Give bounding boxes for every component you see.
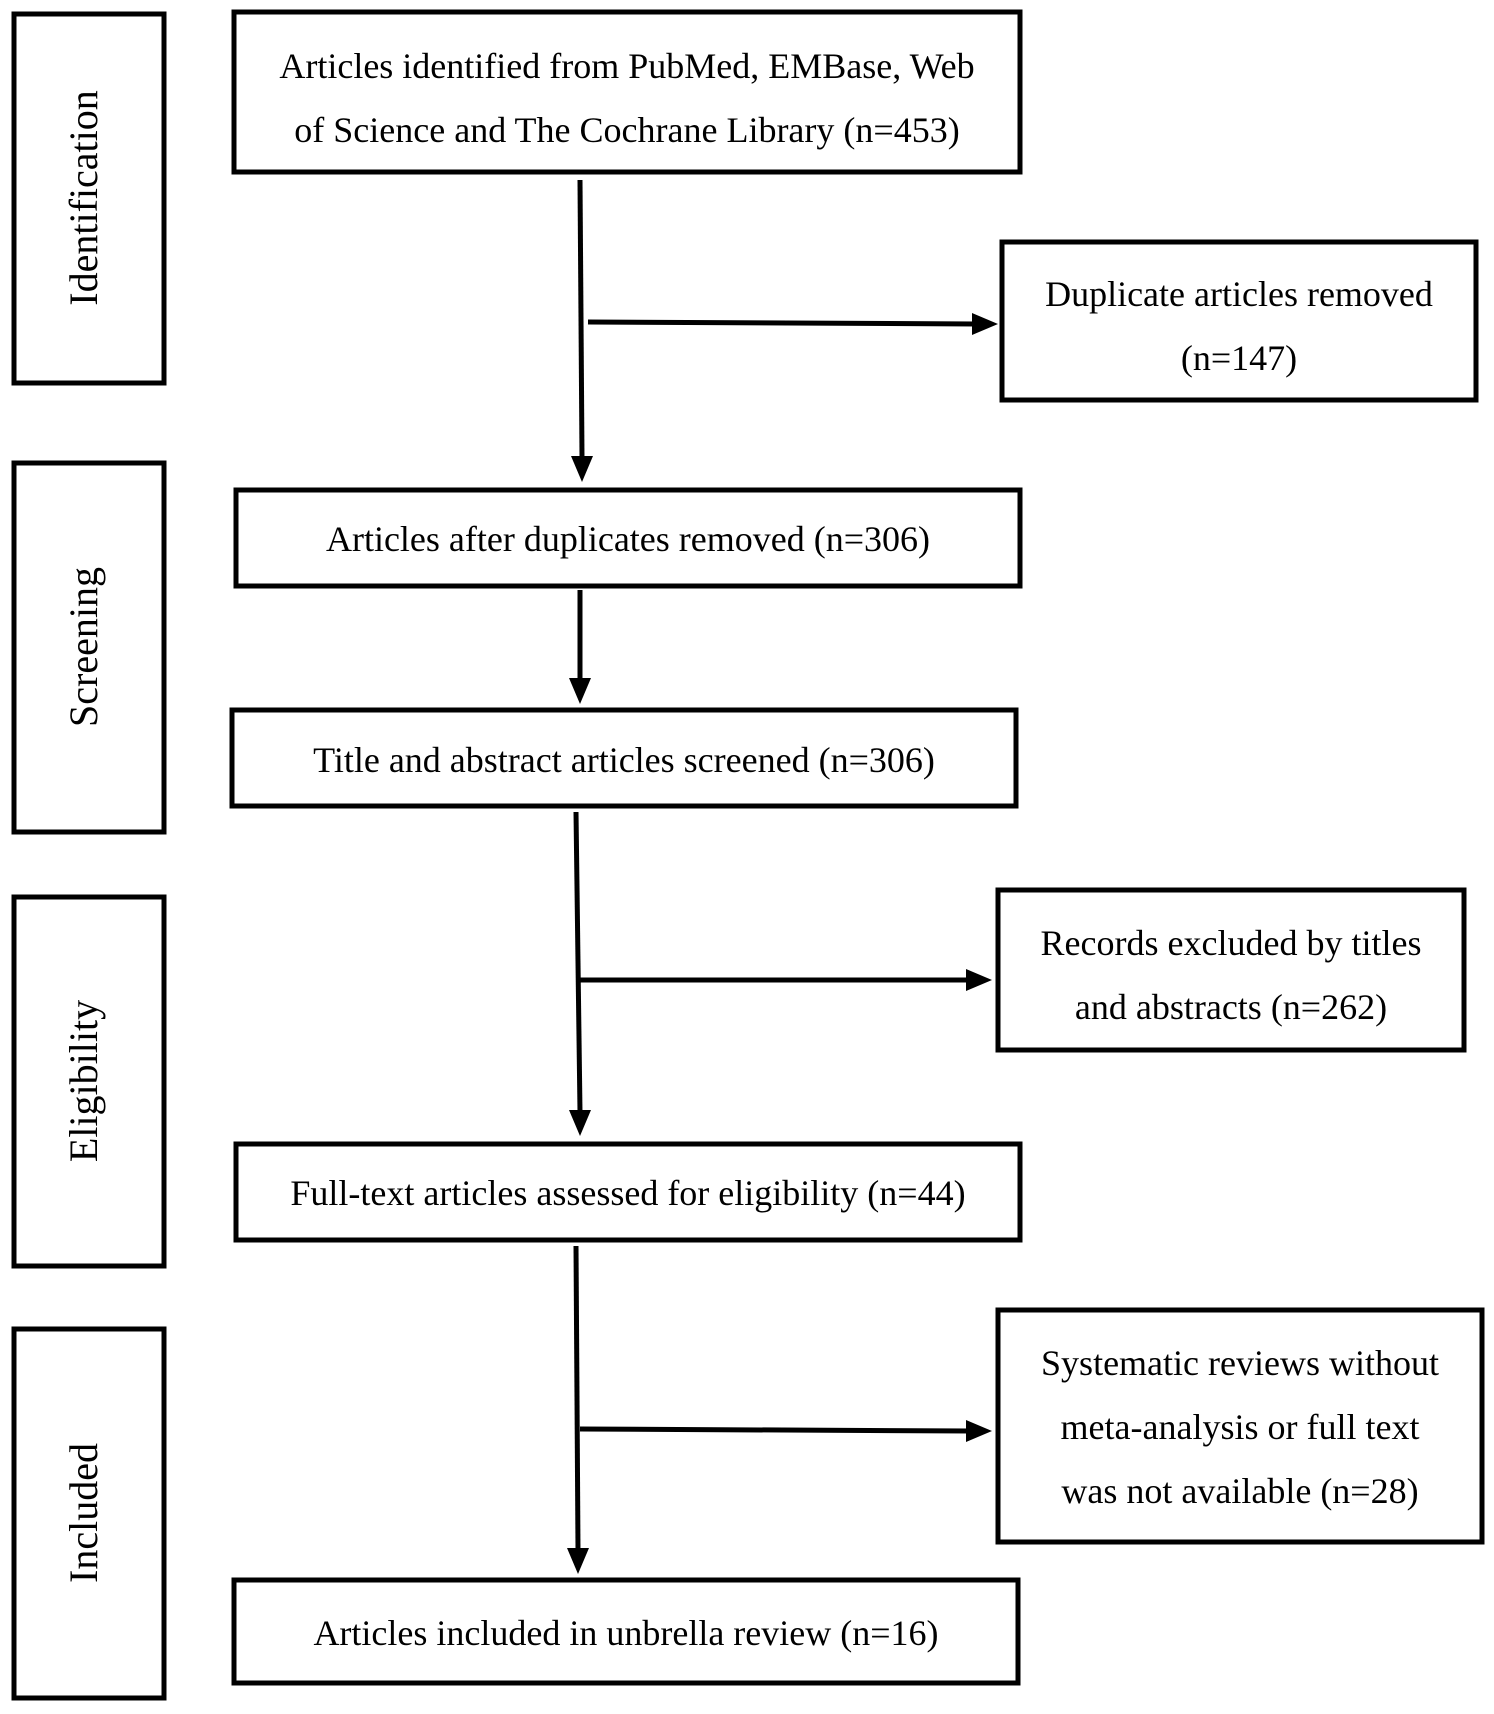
- box-full-text-line1: Full-text articles assessed for eligibil…: [290, 1173, 965, 1213]
- stage-screening-label: Screening: [61, 567, 106, 727]
- box-after-duplicates-line1: Articles after duplicates removed (n=306…: [326, 519, 930, 559]
- box-excluded-full-text-line3: was not available (n=28): [1061, 1471, 1418, 1511]
- box-excluded-titles: Records excluded by titles and abstracts…: [995, 887, 1467, 1053]
- box-full-text: Full-text articles assessed for eligibil…: [233, 1141, 1023, 1243]
- stage-included: Included: [11, 1326, 167, 1701]
- arrow-to-excluded-full-text: [579, 1420, 992, 1442]
- box-included: Articles included in unbrella review (n=…: [231, 1577, 1021, 1686]
- box-identified: Articles identified from PubMed, EMBase,…: [231, 9, 1023, 175]
- box-identified-line1: Articles identified from PubMed, EMBase,…: [279, 46, 974, 86]
- box-excluded-full-text-line2: meta-analysis or full text: [1061, 1407, 1420, 1447]
- box-after-duplicates: Articles after duplicates removed (n=306…: [233, 487, 1023, 589]
- arrow-after-duplicates-to-screened: [569, 590, 591, 704]
- box-duplicates-removed-line1: Duplicate articles removed: [1045, 274, 1433, 314]
- box-duplicates-removed: Duplicate articles removed (n=147): [999, 239, 1479, 403]
- stage-identification-label: Identification: [61, 90, 106, 305]
- arrow-screened-to-full-text: [569, 811, 591, 1136]
- stage-eligibility: Eligibility: [11, 894, 167, 1269]
- box-identified-line2: of Science and The Cochrane Library (n=4…: [294, 110, 959, 150]
- stage-eligibility-label: Eligibility: [61, 1000, 106, 1162]
- arrow-identified-to-after-duplicates: [571, 179, 593, 482]
- box-duplicates-removed-line2: (n=147): [1181, 338, 1297, 378]
- box-excluded-titles-line1: Records excluded by titles: [1041, 923, 1422, 963]
- arrow-full-text-to-included: [567, 1245, 589, 1574]
- box-excluded-titles-line2: and abstracts (n=262): [1075, 987, 1387, 1027]
- box-screened: Title and abstract articles screened (n=…: [229, 707, 1019, 809]
- box-excluded-full-text: Systematic reviews without meta-analysis…: [995, 1307, 1485, 1545]
- box-included-line1: Articles included in unbrella review (n=…: [313, 1613, 938, 1653]
- box-excluded-full-text-line1: Systematic reviews without: [1041, 1343, 1439, 1383]
- stage-included-label: Included: [61, 1443, 106, 1583]
- box-screened-line1: Title and abstract articles screened (n=…: [313, 740, 935, 780]
- arrow-to-excluded-titles: [578, 969, 992, 991]
- arrow-to-duplicates-removed: [587, 313, 998, 335]
- stage-screening: Screening: [11, 460, 167, 835]
- stage-identification: Identification: [11, 11, 167, 386]
